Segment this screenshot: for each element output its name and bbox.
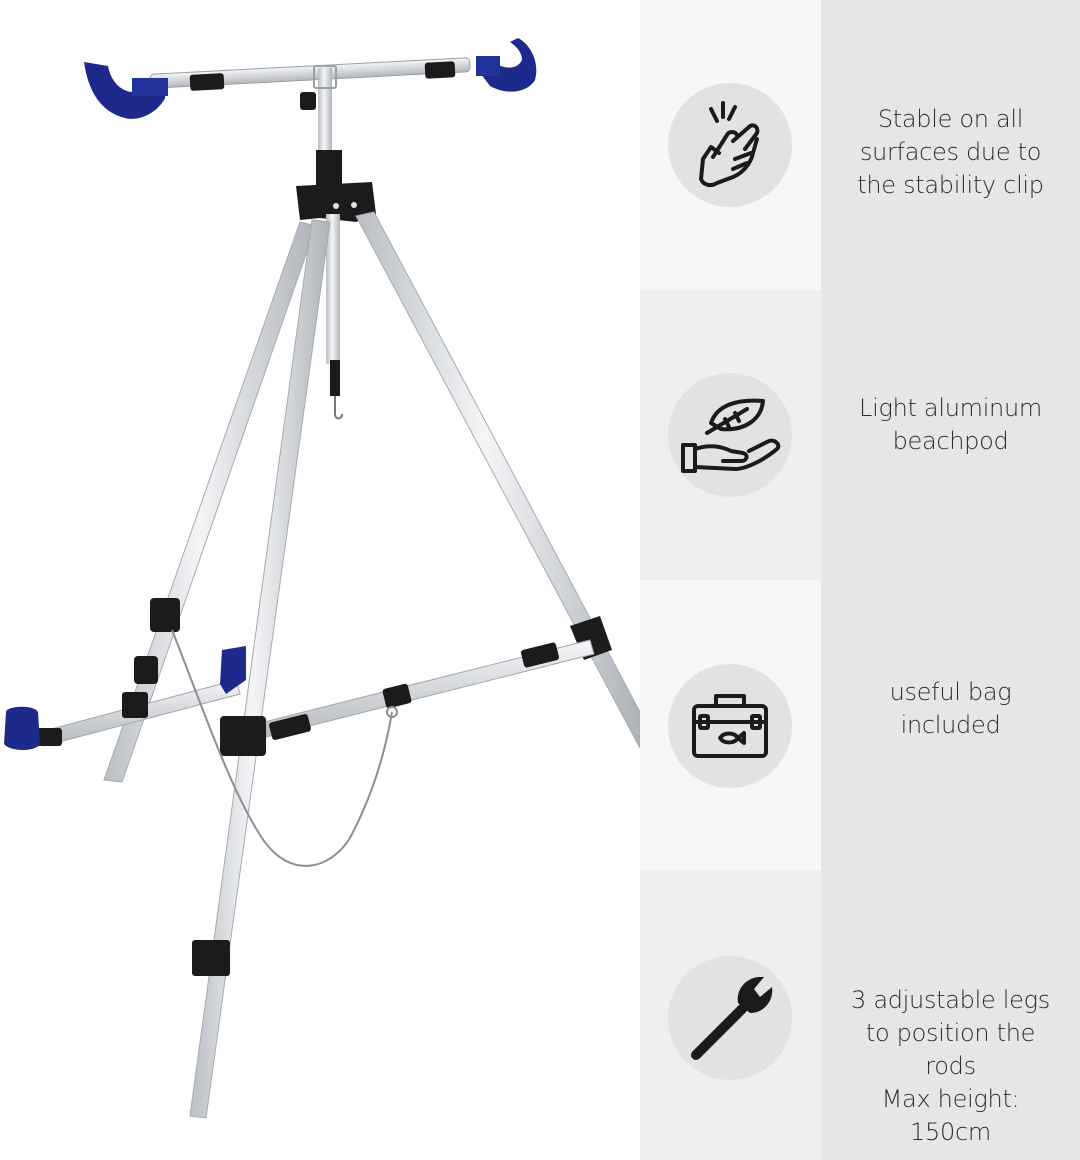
feature-panel: Stable on all surfaces due to the stabil… (640, 0, 1080, 1160)
feature-icon-cell (640, 870, 821, 1160)
feature-text-lightweight: Light aluminum beachpod (859, 394, 1042, 455)
feature-row-adjustable: 3 adjustable legs to position the rods M… (640, 870, 1080, 1160)
feature-icon-cell (640, 290, 821, 580)
feature-text-adjustable: 3 adjustable legs to position the rods M… (851, 986, 1050, 1146)
product-image (4, 38, 640, 1119)
feature-icon-cell (640, 0, 821, 290)
feature-text-cell: Stable on all surfaces due to the stabil… (821, 0, 1080, 290)
feature-row-lightweight: Light aluminum beachpod (640, 290, 1080, 580)
feather-in-hand-icon (668, 373, 792, 497)
feature-text-stability: Stable on all surfaces due to the stabil… (857, 105, 1044, 199)
feature-icon-cell (640, 580, 821, 870)
feature-text-cell: useful bag included (821, 580, 1080, 870)
feature-row-stability: Stable on all surfaces due to the stabil… (640, 0, 1080, 290)
feature-text-cell: Light aluminum beachpod (821, 290, 1080, 580)
fishing-rod-tripod-image (4, 38, 640, 1119)
feature-text-cell: 3 adjustable legs to position the rods M… (821, 870, 1080, 1160)
fish-bag-icon (668, 664, 792, 788)
snap-fingers-icon (668, 83, 792, 207)
feature-row-bag: useful bag included (640, 580, 1080, 870)
feature-text-bag: useful bag included (889, 678, 1012, 739)
wrench-icon (668, 956, 792, 1080)
